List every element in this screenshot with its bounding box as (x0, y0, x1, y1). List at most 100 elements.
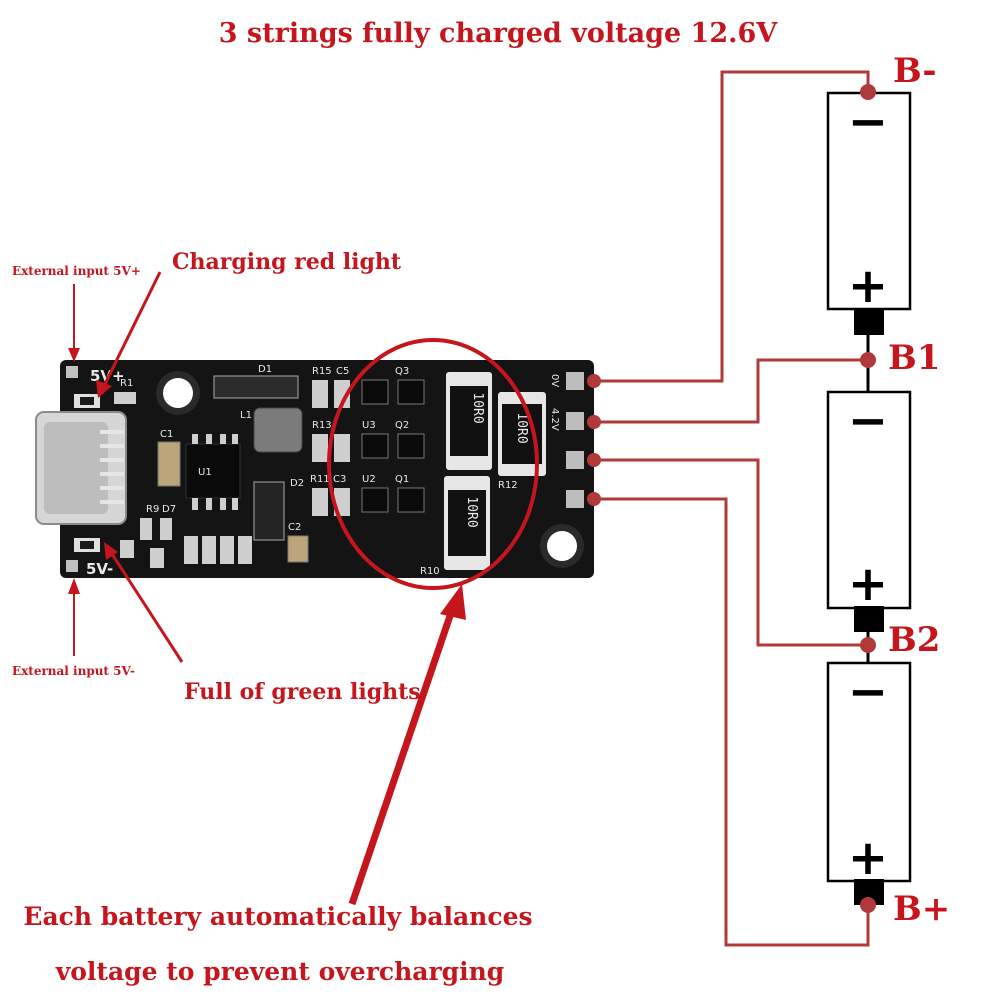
smd-r11 (312, 488, 328, 516)
silk-out-0v: 0V (549, 374, 560, 387)
smd-part-5 (184, 536, 198, 564)
pad-5v-minus (66, 560, 78, 572)
resistor-code-2: 10R0 (514, 412, 529, 443)
smd-part-1 (140, 518, 152, 540)
usb-pin-5 (100, 486, 124, 490)
cell-2-minus-sign: − (848, 393, 888, 449)
resistor-code-3: 10R0 (464, 496, 479, 527)
mosfet-q1 (397, 487, 425, 513)
usb-pin-2 (100, 444, 124, 448)
mosfet-q3 (361, 379, 389, 405)
resistor-r1 (114, 392, 136, 404)
arrow-balancing (348, 608, 456, 906)
usb-pin-3 (100, 458, 124, 462)
diode-d2 (253, 481, 285, 541)
smd-part-4 (150, 548, 164, 568)
wire-b1 (594, 358, 868, 424)
resistor-code-1: 10R0 (470, 392, 485, 423)
label-ext-input-neg: External input 5V- (12, 664, 135, 678)
usb-pin-4 (100, 472, 124, 476)
pad-5v-plus (66, 366, 78, 378)
silk-ic: U1 (198, 467, 212, 478)
battery-cell-1-nub (854, 309, 884, 335)
ic-u3 (361, 433, 389, 459)
label-ext-input-pos: External input 5V+ (12, 264, 141, 278)
wire-b-minus (594, 70, 870, 383)
cell-1-plus-sign: + (848, 258, 888, 314)
pad-out-b-plus (566, 490, 584, 508)
ic-pin-2 (206, 434, 212, 444)
arrow-charging-light-head (96, 380, 112, 398)
led-red-body (80, 397, 94, 405)
silk-r9: R9 (146, 504, 159, 515)
arrow-charging-light (102, 271, 162, 387)
resistor-r-top-body (450, 386, 488, 456)
silk-r12: R12 (498, 480, 518, 491)
silk-d2: D2 (290, 478, 304, 489)
cell-3-minus-sign: − (848, 664, 888, 720)
mosfet-q2 (397, 433, 425, 459)
ic-pin-8 (232, 498, 238, 510)
arrow-balancing-head (440, 584, 466, 620)
pad-out-0v (566, 372, 584, 390)
usb-c-shell (44, 422, 108, 514)
cell-1-minus-sign: − (848, 94, 888, 150)
smd-r15 (312, 380, 328, 408)
wire-dot-b1 (587, 415, 601, 429)
ic-pin-6 (206, 498, 212, 510)
silk-out-42v: 4.2V (549, 408, 560, 431)
ic-pin-5 (192, 498, 198, 510)
cell-3-plus-sign: + (848, 830, 888, 886)
smd-part-8 (238, 536, 252, 564)
silk-r13: R13 (312, 420, 332, 431)
terminal-label-b2: B2 (888, 620, 940, 660)
junction-b-minus (860, 84, 876, 100)
silk-d1: D1 (258, 364, 272, 375)
terminal-label-b-minus: B- (893, 51, 936, 91)
inductor-l1 (253, 407, 303, 453)
silk-c2: C2 (288, 522, 301, 533)
battery-stack: − + − + − + (826, 84, 912, 913)
terminal-label-b-plus: B+ (893, 889, 950, 929)
wire-b-plus (594, 497, 870, 947)
label-balance-line1: Each battery automatically balances (23, 902, 532, 931)
smd-part-6 (202, 536, 216, 564)
usb-pin-1 (100, 430, 124, 434)
wire-dot-b2 (587, 453, 601, 467)
junction-b1 (860, 352, 876, 368)
wires (594, 70, 870, 947)
ic-pin-4 (232, 434, 238, 444)
pcb-board: 5V+ 5V- R1 C1 U1 D1 L (35, 360, 601, 578)
battery-cell-2-nub (854, 606, 884, 632)
usb-pin-6 (100, 500, 124, 504)
silk-r10: R10 (420, 566, 440, 577)
silk-c3: C3 (333, 474, 346, 485)
terminal-label-b1: B1 (888, 338, 940, 378)
ic-pin-1 (192, 434, 198, 444)
silk-r1: R1 (120, 378, 133, 389)
arrow-ext-pos-head (68, 348, 80, 362)
silk-q3: Q3 (395, 366, 409, 377)
junction-b-plus (860, 897, 876, 913)
silk-5v-minus: 5V- (86, 560, 113, 578)
pad-out-b1 (566, 412, 584, 430)
capacitor-c2 (287, 535, 309, 563)
diode-d1 (213, 375, 299, 399)
junction-b2 (860, 637, 876, 653)
label-charging-light: Charging red light (172, 249, 402, 275)
smd-part-2 (160, 518, 172, 540)
ic-pin-3 (220, 434, 226, 444)
smd-c4 (334, 434, 350, 462)
silk-r15: R15 (312, 366, 332, 377)
cell-2-plus-sign: + (848, 556, 888, 612)
capacitor-c1 (157, 441, 181, 487)
smd-part-3 (120, 540, 134, 558)
arrow-ext-neg-head (68, 578, 80, 594)
silk-d7: D7 (162, 504, 176, 515)
smd-c5 (334, 380, 350, 408)
pad-out-b2 (566, 451, 584, 469)
led-green-body (80, 541, 94, 549)
diagram-title: 3 strings fully charged voltage 12.6V (219, 18, 779, 49)
smd-r13 (312, 434, 328, 462)
